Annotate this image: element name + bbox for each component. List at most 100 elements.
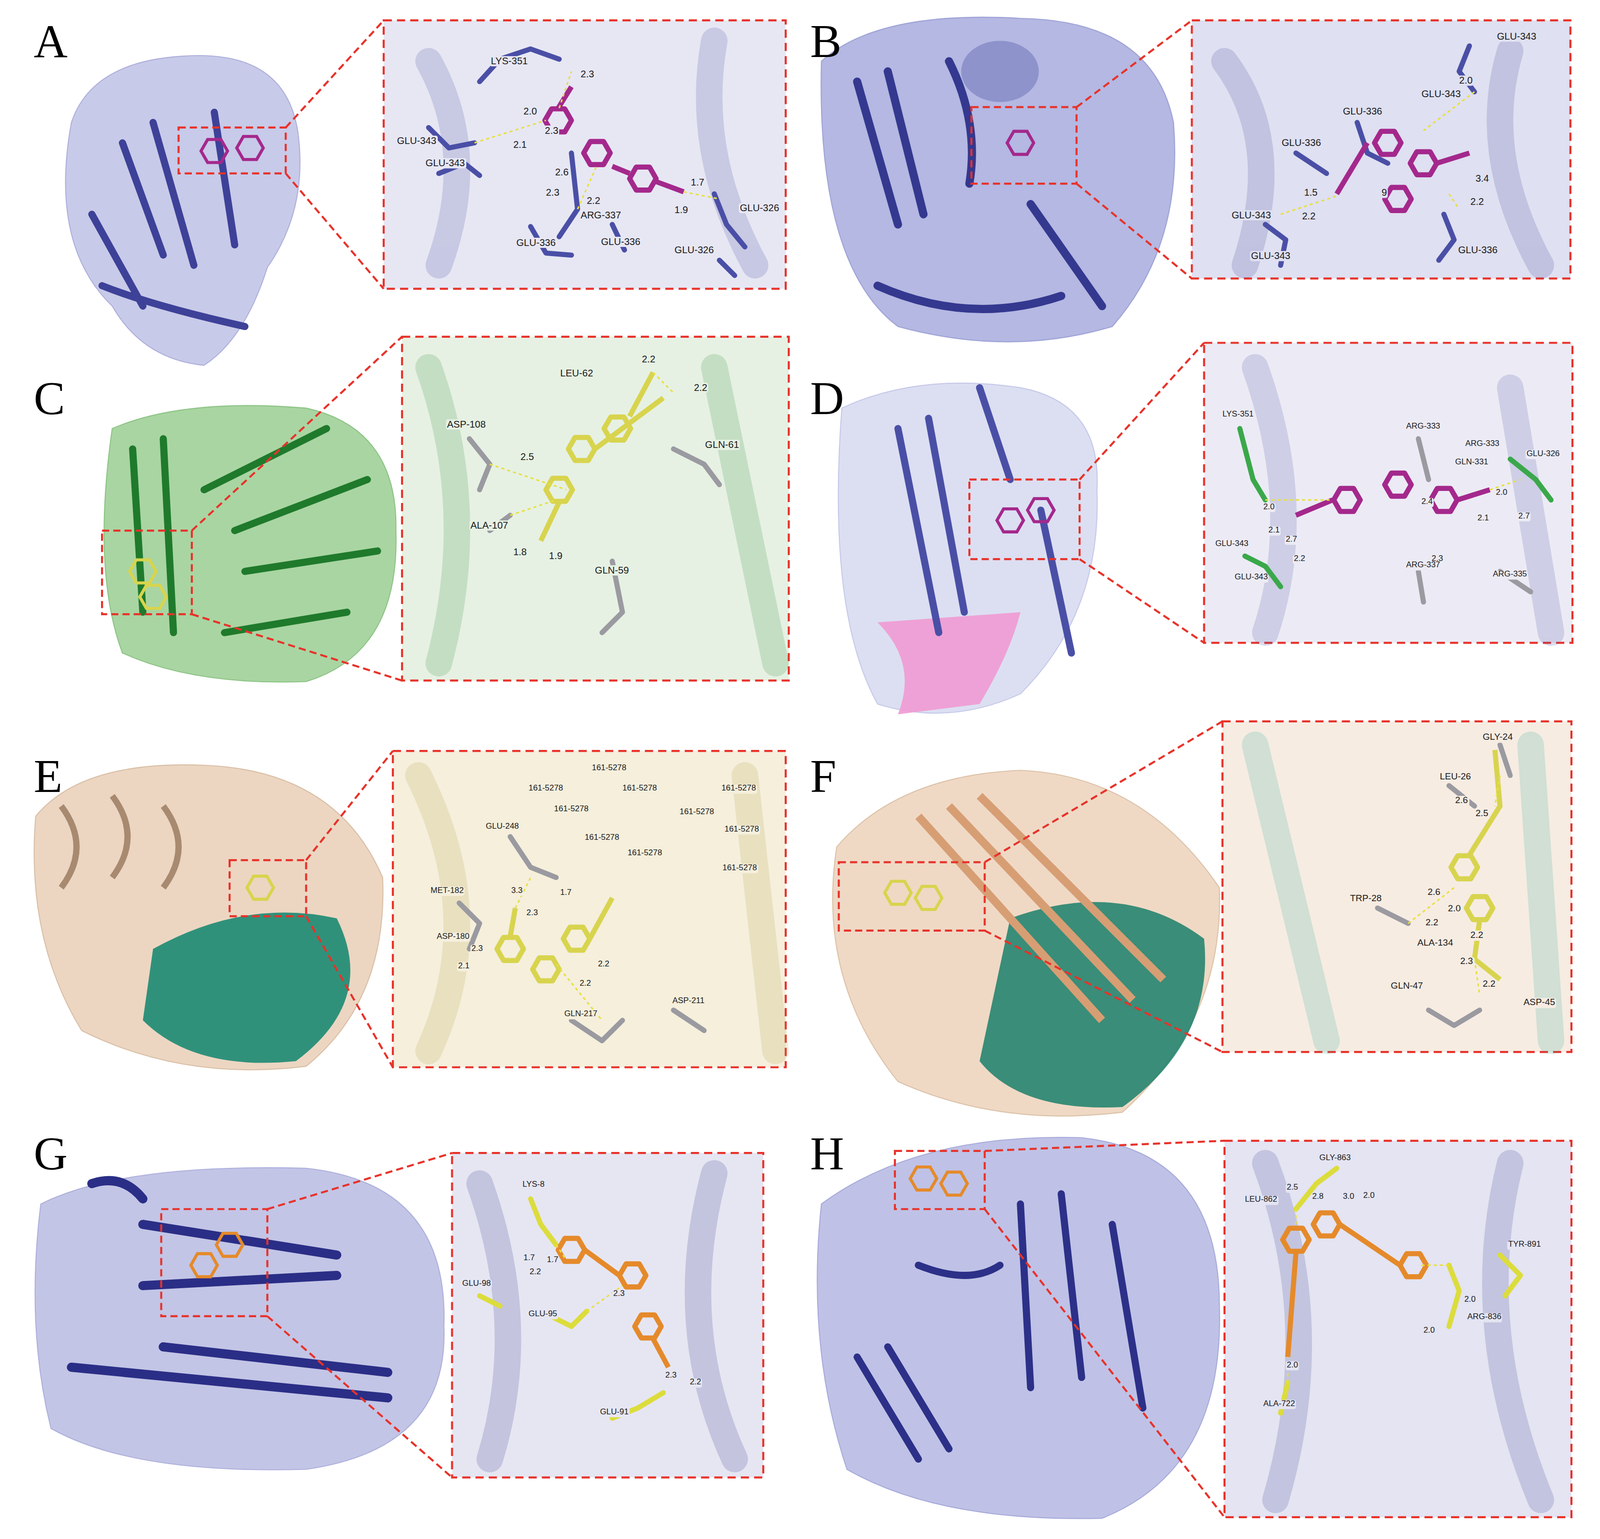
residue-label: 161-5278 bbox=[583, 833, 621, 843]
residue-label: GLU-91 bbox=[599, 1408, 630, 1418]
distance-label: 3.4 bbox=[1474, 173, 1490, 185]
residue-label: GLU-336 bbox=[600, 236, 642, 248]
residue-label: GLU-326 bbox=[1525, 449, 1561, 460]
residue-label: LEU-862 bbox=[1243, 1196, 1279, 1206]
residue-label: LYS-8 bbox=[521, 1180, 546, 1190]
residue-label: GLU-336 bbox=[1341, 106, 1384, 117]
distance-label: 1.5 bbox=[1303, 187, 1319, 199]
distance-label: 2.0 bbox=[1285, 1361, 1300, 1371]
residue-label: GLU-95 bbox=[527, 1310, 559, 1320]
residue-label: ARG-337 bbox=[579, 210, 622, 221]
distance-label: 3.0 bbox=[1341, 1192, 1356, 1202]
residue-label: ASP-45 bbox=[1522, 997, 1557, 1009]
residue-label: ASP-180 bbox=[435, 932, 471, 942]
panel-letter: D bbox=[809, 375, 846, 423]
residue-label: 161-5278 bbox=[721, 864, 759, 874]
residue-label: 161-5278 bbox=[552, 805, 590, 815]
distance-label: 2.2 bbox=[1424, 918, 1440, 929]
residue-label: LEU-62 bbox=[559, 368, 594, 379]
distance-label: 3.3 bbox=[510, 886, 524, 896]
distance-label: 2.8 bbox=[1311, 1192, 1325, 1202]
distance-label: 2.1 bbox=[457, 962, 471, 972]
residue-label: GLU-343 bbox=[1250, 250, 1292, 262]
panel-letter: C bbox=[32, 375, 67, 423]
distance-label: 2.2 bbox=[688, 1378, 703, 1388]
distance-label: 1.7 bbox=[546, 1255, 560, 1266]
distance-label: 2.3 bbox=[664, 1371, 678, 1381]
residue-label: GLU-343 bbox=[1233, 573, 1269, 583]
residue-label: 161-5278 bbox=[720, 784, 758, 794]
residue-label: 161-5278 bbox=[527, 784, 565, 794]
residue-label: GLN-331 bbox=[1454, 458, 1490, 468]
residue-label: ARG-836 bbox=[1466, 1313, 1503, 1323]
distance-label: 2.2 bbox=[528, 1268, 543, 1278]
distance-label: 2.2 bbox=[596, 960, 611, 970]
distance-label: 2.0 bbox=[1362, 1191, 1376, 1201]
distance-label: 1.8 bbox=[512, 547, 528, 558]
distance-label: 2.3 bbox=[525, 908, 539, 919]
panel-letter: F bbox=[809, 752, 838, 800]
distance-label: 2.7 bbox=[1284, 535, 1299, 546]
distance-label: 2.7 bbox=[1517, 512, 1531, 522]
distance-label: 1.7 bbox=[522, 1254, 536, 1264]
distance-label: 1.9 bbox=[547, 550, 564, 562]
distance-label: 2.3 bbox=[545, 187, 561, 199]
distance-label: 2.2 bbox=[1469, 197, 1485, 208]
distance-label: 2.0 bbox=[1457, 75, 1474, 87]
residue-label: ASP-211 bbox=[671, 996, 706, 1007]
residue-label: GLU-343 bbox=[1420, 88, 1462, 100]
distance-label: 1.7 bbox=[689, 177, 706, 188]
distance-label: 2.2 bbox=[578, 979, 592, 989]
residue-label: GLN-217 bbox=[563, 1009, 599, 1020]
residue-label: ALA-134 bbox=[1416, 938, 1455, 950]
distance-label: 2.0 bbox=[1446, 904, 1462, 915]
distance-label: 2.5 bbox=[1474, 809, 1490, 820]
residue-label: GLU-343 bbox=[1214, 539, 1250, 549]
distance-label: 2.0 bbox=[1463, 1296, 1477, 1306]
residue-label: GLU-336 bbox=[1280, 137, 1323, 149]
residue-label: GLU-343 bbox=[1496, 31, 1538, 43]
distance-label: 1.7 bbox=[559, 888, 573, 898]
distance-label: 2.2 bbox=[1300, 211, 1317, 222]
distance-label: 2.6 bbox=[1426, 887, 1442, 898]
residue-label: GLY-863 bbox=[1318, 1153, 1352, 1164]
residue-label: LYS-351 bbox=[1221, 410, 1255, 420]
distance-label: 2.4 bbox=[1420, 497, 1434, 507]
residue-label: MET-182 bbox=[429, 886, 465, 896]
distance-label: 2.2 bbox=[1481, 979, 1497, 990]
residue-label: TYR-891 bbox=[1507, 1240, 1543, 1251]
distance-label: 9 bbox=[1380, 187, 1388, 199]
distance-label: 2.6 bbox=[554, 167, 570, 178]
distance-label: 2.3 bbox=[612, 1289, 626, 1299]
residue-label: ARG-335 bbox=[1491, 570, 1528, 580]
distance-label: 2.2 bbox=[1292, 555, 1307, 565]
distance-label: 2.3 bbox=[470, 944, 484, 954]
residue-label: TRP-28 bbox=[1349, 893, 1384, 905]
residue-label: GLU-326 bbox=[673, 245, 716, 256]
distance-label: 2.0 bbox=[1422, 1326, 1437, 1336]
residue-label: ASP-108 bbox=[446, 419, 488, 431]
panel-letter: E bbox=[32, 752, 64, 800]
residue-label: ARG-333 bbox=[1464, 439, 1501, 449]
residue-label: GLU-98 bbox=[461, 1279, 492, 1289]
residue-label: GLU-326 bbox=[738, 202, 781, 214]
panel-letter: G bbox=[32, 1130, 69, 1178]
residue-label: GLY-24 bbox=[1481, 732, 1514, 743]
distance-label: 1.9 bbox=[673, 204, 690, 216]
distance-label: 2.2 bbox=[585, 195, 602, 207]
distance-label: 2.3 bbox=[1459, 957, 1475, 968]
distance-label: 2.2 bbox=[692, 382, 709, 394]
residue-label: GLU-343 bbox=[395, 135, 438, 147]
residue-label: ALA-107 bbox=[469, 520, 509, 532]
distance-label: 2.3 bbox=[543, 125, 560, 137]
panel-letter: H bbox=[809, 1130, 846, 1178]
residue-label: GLN-61 bbox=[704, 439, 740, 451]
distance-label: 2.1 bbox=[1267, 526, 1282, 536]
distance-label: 2.0 bbox=[1495, 488, 1509, 498]
panel-letter: B bbox=[809, 18, 843, 66]
distance-label: 2.0 bbox=[1262, 503, 1276, 513]
residue-label: 161-5278 bbox=[590, 764, 628, 774]
distance-label: 2.5 bbox=[1285, 1183, 1300, 1193]
residue-label: LEU-26 bbox=[1438, 772, 1472, 783]
